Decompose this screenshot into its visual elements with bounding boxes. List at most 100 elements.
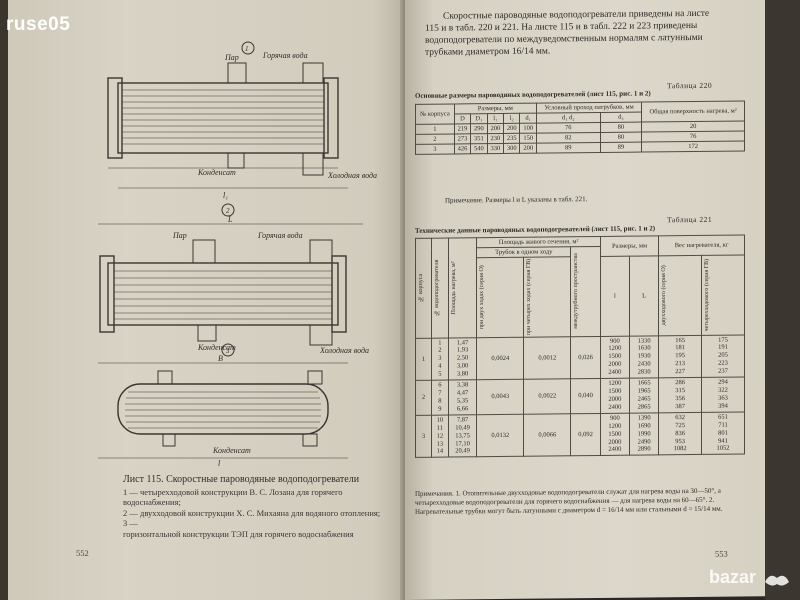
t2-h-ves-gv: четырехходового (серия ГВ) [704,258,711,332]
left-page: 1 Пар Горячая вода Конденсат Холодная во… [8,0,405,600]
cell: 89 [536,142,601,154]
t2-h-razmery: Размеры, мм [600,235,659,257]
label-kondensat-1: Конденсат [197,168,236,177]
cell: 294 322 363 394 [701,377,745,413]
cell: 900 1200 1500 2000 2400 [600,412,630,456]
cell: 286 315 356 387 [658,377,702,413]
cell: 0,0043 [476,379,524,415]
cell: 150 [519,133,537,144]
table1-title: Основные размеры пароводяных водоподогре… [415,89,651,100]
cell: 230 [487,133,504,144]
t2-h-L: L [629,255,659,336]
t2-h-ves-o: двухходового (серия О) [661,265,668,326]
cell: 165 181 195 213 227 [658,334,702,378]
t2-h-chetyr: при четырех ходах (серия ГВ) [526,258,533,336]
cell: 1665 1965 2465 2865 [629,377,659,413]
label-gor-voda-1: Горячая вода [262,51,308,60]
t2-h-l: l [600,256,630,336]
figure-caption: Лист 115. Скоростные пароводяные водопод… [123,474,383,540]
t1-col: D [454,113,471,124]
cell: 80 [600,122,642,133]
t1-col: l₁ [487,113,504,124]
intro-paragraph: Скоростные пароводяные водоподогреватели… [425,8,710,58]
table-row: 1 1 2 3 4 5 1,47 1,93 2,50 3,00 3,80 0,0… [415,334,745,381]
cell: 235 [503,133,520,144]
fig-num-3: 3 [225,347,230,355]
fig-num-2: 2 [226,207,230,215]
cell: 330 [487,143,504,154]
t1-col: D₁ [470,113,488,124]
cell: 3 [415,143,455,155]
cell: 200 [519,143,537,154]
page-number-right: 553 [715,548,728,559]
watermark-hand-icon [765,575,789,586]
t1-h-no: № корпуса [415,103,455,125]
dim-B: B [218,354,223,363]
label-gor-voda-2: Горячая вода [257,231,303,240]
fig-num-1: 1 [245,45,249,53]
cell: 89 [600,142,642,153]
label-hol-voda-2: Холодная вода [319,346,369,355]
t1-h-surface: Общая поверхность нагрева, м² [641,100,745,123]
table2-title: Технические данные пароводяных водоподог… [415,224,656,235]
cell: 100 [519,123,537,134]
cell: 0,0066 [523,413,571,457]
cell: 290 [470,123,488,134]
cell: 6 7 8 9 [431,380,449,416]
site-watermark: bazar [708,567,756,587]
cell: 1 2 3 4 5 [431,337,449,381]
t2-h-mezhtr: междутрубного пространства [573,253,580,330]
label-kondensat-3: Конденсат [212,446,251,455]
cell: 0,0012 [523,336,571,380]
cell: 0,0132 [476,414,524,458]
t2-h-korpus: № корпуса [418,274,424,302]
dim-l: l [218,459,221,468]
cell: 10 11 12 13 14 [431,414,449,458]
table-220: № корпуса Размеры, мм Условный проход па… [415,100,745,155]
heater-drawings: 1 Пар Горячая вода Конденсат Холодная во… [98,41,377,468]
table1-note: Примечание. Размеры l и L указаны в табл… [445,195,588,205]
cell: 651 711 801 941 1052 [701,411,745,455]
cell: 200 [503,123,520,134]
table-row: 3 10 11 12 13 14 7,87 10,49 13,75 17,10 … [415,411,745,458]
caption-line-2: 2 — двухходовой конструкции Х. С. Михаян… [123,507,381,529]
cell: 219 [454,123,471,134]
t1-col: d₁ [519,113,537,124]
t1-col: d₃ [600,112,642,123]
cell: 351 [470,133,488,144]
caption-line-3: горизонтальной конструкции ТЭП для горяч… [123,529,354,539]
cell: 1390 1690 1990 2490 2890 [629,412,659,456]
cell: 300 [503,143,520,154]
cell: 632 725 836 953 1082 [658,412,702,456]
cell: 175 191 205 223 237 [701,334,745,378]
t2-h-ves: Вес нагревателя, кг [658,234,745,256]
cell: 1,47 1,93 2,50 3,00 3,80 [448,337,477,381]
t1-col: l₂ [503,113,520,124]
cell: 900 1200 1500 2000 2400 [600,335,630,379]
cell: 172 [641,140,745,153]
cell: 1330 1630 1930 2430 2830 [629,335,659,379]
cell: 540 [470,143,488,154]
cell: 3 [415,415,432,458]
table2-note: Примечания. 1. Отопительные двухходовые … [415,486,723,517]
cell: 273 [454,133,471,144]
cell: 80 [600,132,642,143]
cell: 0,040 [570,378,601,414]
cell: 82 [536,132,601,144]
cell: 76 [536,122,601,134]
book-cover-right [765,0,800,600]
caption-line-1: 1 — четырехходовой конструкции В. С. Лоз… [123,486,343,508]
book-cover-left [0,0,8,600]
label-par-1: Пар [224,53,239,62]
cell: 1 [415,337,432,381]
cell: 0,0022 [523,378,571,415]
cell: 1 [415,123,455,135]
right-page: Скоростные пароводяные водоподогреватели… [405,0,765,600]
dim-L: L [227,215,233,224]
table-221: № корпуса № водоподогревателя Площадь на… [415,234,745,458]
cell: 3,38 4,47 5,35 6,66 [448,379,477,415]
dim-l1: l₁ [223,191,228,200]
seller-logo: ruse05 [6,14,71,35]
cell: 7,87 10,49 13,75 17,10 20,49 [448,414,477,458]
